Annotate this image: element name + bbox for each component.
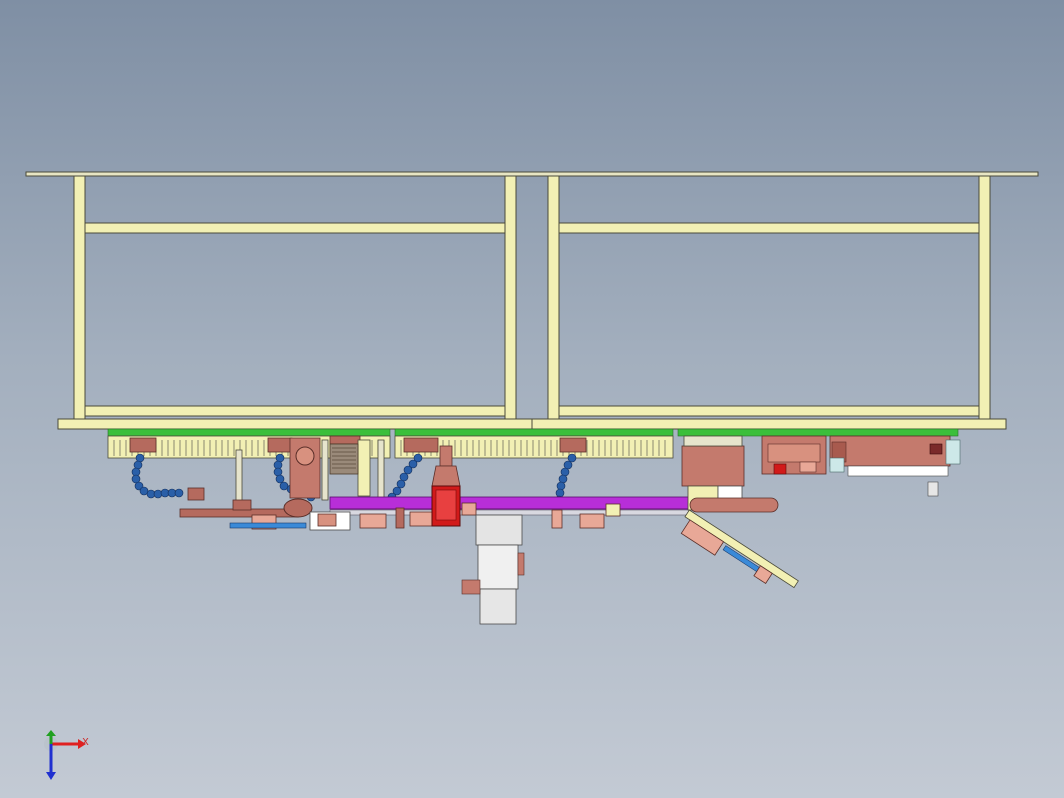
x-axis-label: X xyxy=(82,737,89,748)
green-rail xyxy=(107,428,959,437)
conveyor-clamps xyxy=(551,503,621,529)
tilted-arm xyxy=(680,509,799,589)
y-axis-arrowhead-icon xyxy=(46,730,56,736)
frame-left xyxy=(73,175,517,421)
frame-right xyxy=(547,175,991,421)
nozzle-mounts xyxy=(129,435,587,453)
spindle-assembly xyxy=(431,445,477,527)
right-tool-block xyxy=(681,435,779,513)
support-posts xyxy=(235,439,385,503)
z-axis-arrowhead-icon xyxy=(46,772,56,780)
left-arm xyxy=(179,487,433,531)
conveyor-belt xyxy=(329,496,691,510)
x-axis-arrowhead-icon xyxy=(78,739,86,749)
gearbox xyxy=(289,437,359,499)
lower-motor xyxy=(461,514,525,625)
axis-triad: X xyxy=(44,730,89,780)
top-plate xyxy=(25,171,1039,177)
right-housings xyxy=(761,435,961,497)
